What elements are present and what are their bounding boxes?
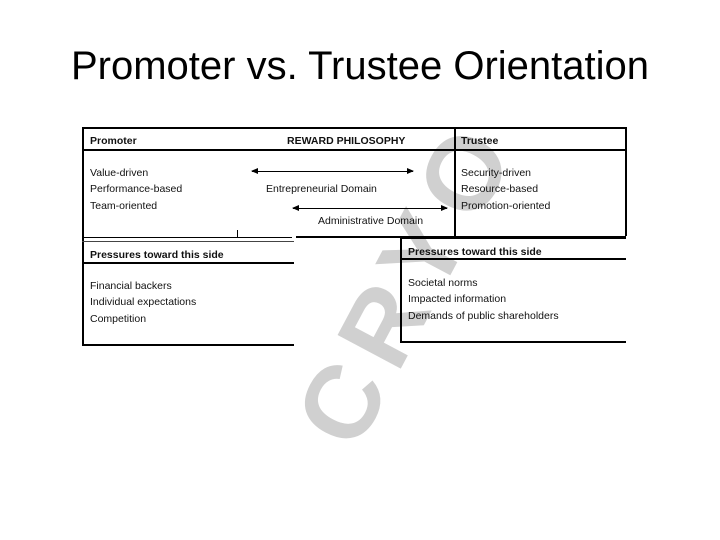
trustee-header: Trustee <box>461 135 499 147</box>
left-pressures-top-border <box>82 237 292 238</box>
left-pressures-header: Pressures toward this side <box>90 249 224 261</box>
arrowhead-left-icon <box>292 205 299 211</box>
right-pressures-header: Pressures toward this side <box>408 246 542 258</box>
left-pressure-item: Competition <box>90 313 147 325</box>
left-pressures-bottom-border <box>82 344 294 346</box>
promoter-header: Promoter <box>90 135 137 147</box>
arrowhead-right-icon <box>441 205 448 211</box>
administrative-domain-arrow <box>292 205 448 211</box>
administrative-domain-label: Administrative Domain <box>318 215 424 227</box>
trustee-trait: Security-driven <box>461 167 532 179</box>
left-border <box>82 127 84 346</box>
promoter-trait: Team-oriented <box>90 200 158 212</box>
promoter-trait: Performance-based <box>90 183 183 195</box>
entrepreneurial-domain-label: Entrepreneurial Domain <box>266 183 377 195</box>
arrowhead-left-icon <box>251 168 258 174</box>
slide-title: Promoter vs. Trustee Orientation <box>70 44 649 88</box>
tick-mark <box>237 230 238 238</box>
right-pressures-bottom-border <box>400 341 626 343</box>
top-border <box>82 127 627 129</box>
left-pressures-header-divider <box>82 262 294 264</box>
left-pressure-item: Financial backers <box>90 280 172 292</box>
trustee-trait: Promotion-oriented <box>461 200 551 212</box>
right-pressures-top-border <box>401 238 626 239</box>
right-pressures-header-divider <box>400 258 626 260</box>
header-divider <box>82 149 627 151</box>
reward-philosophy-header: REWARD PHILOSOPHY <box>287 135 406 147</box>
right-pressure-item: Demands of public shareholders <box>408 310 559 322</box>
right-pressure-item: Impacted information <box>408 293 507 305</box>
promoter-trait: Value-driven <box>90 167 149 179</box>
right-pressures-left-border <box>400 238 402 343</box>
trustee-column-divider <box>454 127 456 237</box>
right-border <box>625 127 627 236</box>
right-pressure-item: Societal norms <box>408 277 478 289</box>
left-pressures-top-border-2 <box>82 241 294 242</box>
upper-box-bottom-border <box>296 236 626 238</box>
trustee-trait: Resource-based <box>461 183 539 195</box>
left-pressure-item: Individual expectations <box>90 296 197 308</box>
entrepreneurial-domain-arrow <box>251 168 414 174</box>
arrowhead-right-icon <box>407 168 414 174</box>
